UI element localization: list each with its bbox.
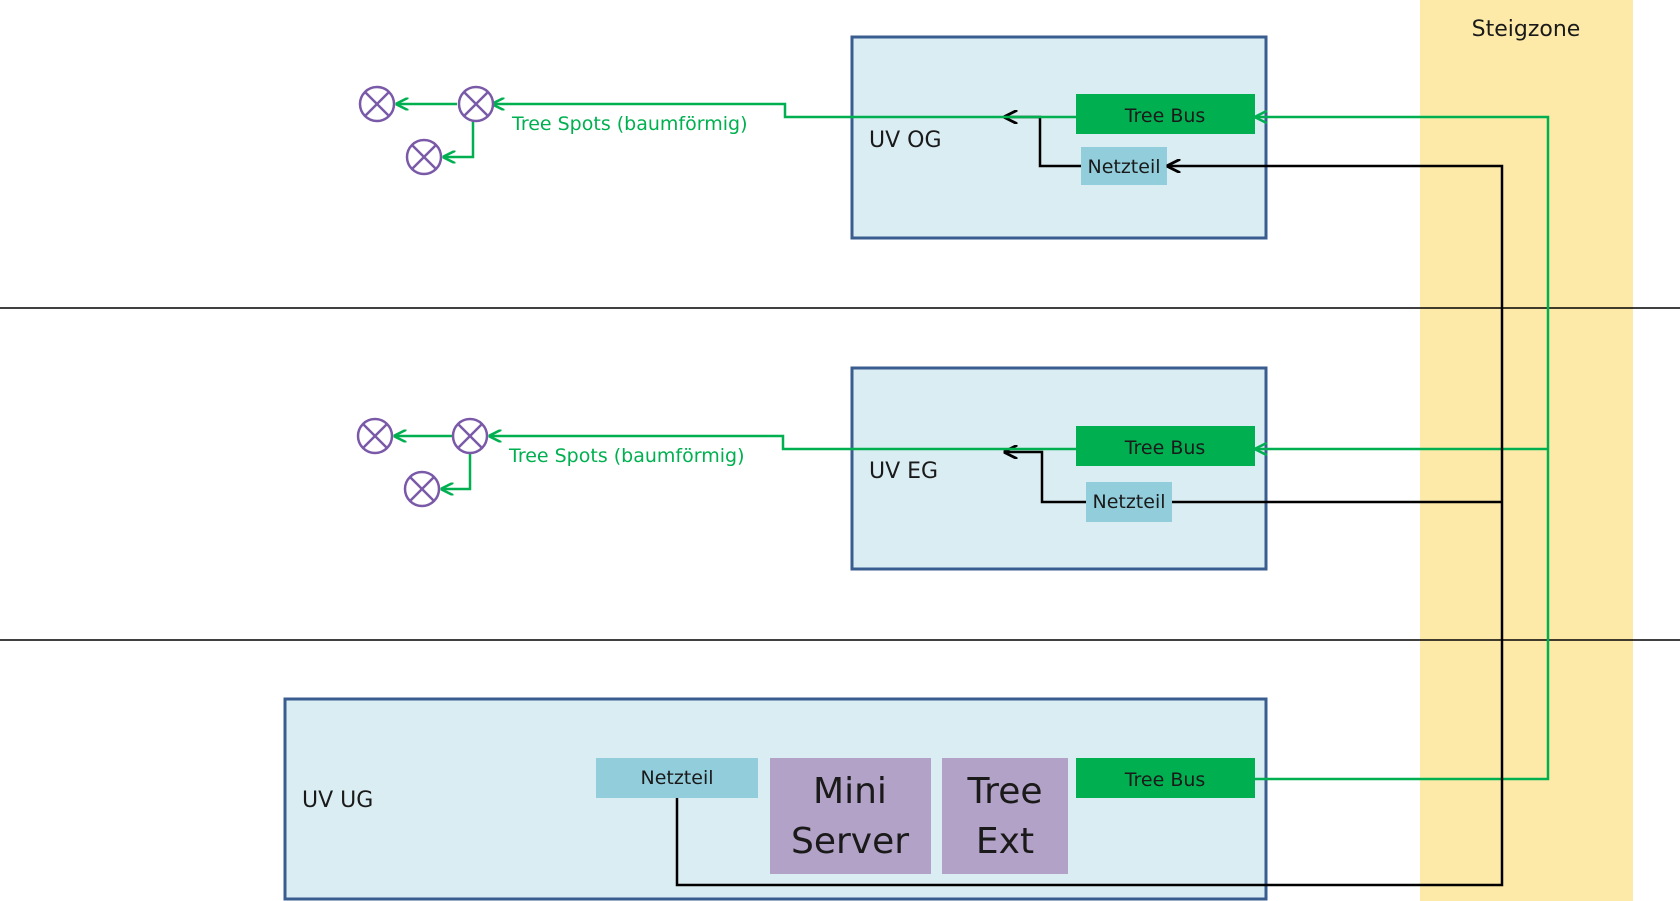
mini-server-module — [770, 758, 931, 874]
mini-server-label-line1: Mini — [813, 771, 887, 812]
mini-server-label-line2: Server — [791, 821, 909, 862]
tree-bus-og-label: Tree Bus — [1124, 105, 1206, 127]
tree-bus-ug-label: Tree Bus — [1124, 769, 1206, 791]
panel-uv-og-label: UV OG — [869, 128, 942, 153]
lamp-cross-icon — [356, 417, 394, 455]
netzteil-eg-label: Netzteil — [1092, 491, 1165, 513]
tree-bus-ug — [1076, 758, 1255, 798]
tree-spots-line-eg-down — [442, 453, 472, 489]
tree-spots-label-og: Tree Spots (baumförmig) — [511, 113, 747, 135]
netzteil-og — [1081, 147, 1167, 185]
netzteil-og-label: Netzteil — [1087, 156, 1160, 178]
tree-spots-line-eg — [490, 436, 1076, 451]
lamp-cross-icon — [457, 85, 495, 123]
netzteil-ug-label: Netzteil — [640, 767, 713, 789]
tree-spots-line-og — [493, 104, 1076, 119]
riser-zone-label: Steigzone — [1472, 17, 1581, 42]
panel-uv-ug-label: UV UG — [302, 788, 373, 813]
panel-uv-eg — [850, 366, 1268, 571]
lamp-cross-icon — [403, 470, 441, 508]
lamp-cross-icon — [358, 85, 396, 123]
panel-uv-eg-label: UV EG — [869, 459, 938, 484]
tree-bus-eg-label: Tree Bus — [1124, 437, 1206, 459]
tree-spots-label-eg: Tree Spots (baumförmig) — [508, 445, 744, 467]
netzteil-ug — [596, 758, 758, 798]
panel-uv-og — [850, 35, 1268, 240]
tree-bus-eg — [1076, 426, 1255, 466]
tree-bus-og — [1076, 94, 1255, 134]
lamp-cross-icon — [451, 417, 489, 455]
tree-ext-module — [942, 758, 1068, 874]
netzteil-eg — [1086, 482, 1172, 522]
tree-spots-line-og-down — [444, 121, 475, 157]
lamp-cross-icon — [405, 138, 443, 176]
riser-zone — [1420, 0, 1633, 901]
tree-ext-label-line1: Tree — [966, 771, 1042, 812]
tree-ext-label-line2: Ext — [976, 821, 1034, 862]
power-riser-ug-og — [675, 166, 1504, 887]
psu-to-bus-eg — [1005, 452, 1086, 504]
